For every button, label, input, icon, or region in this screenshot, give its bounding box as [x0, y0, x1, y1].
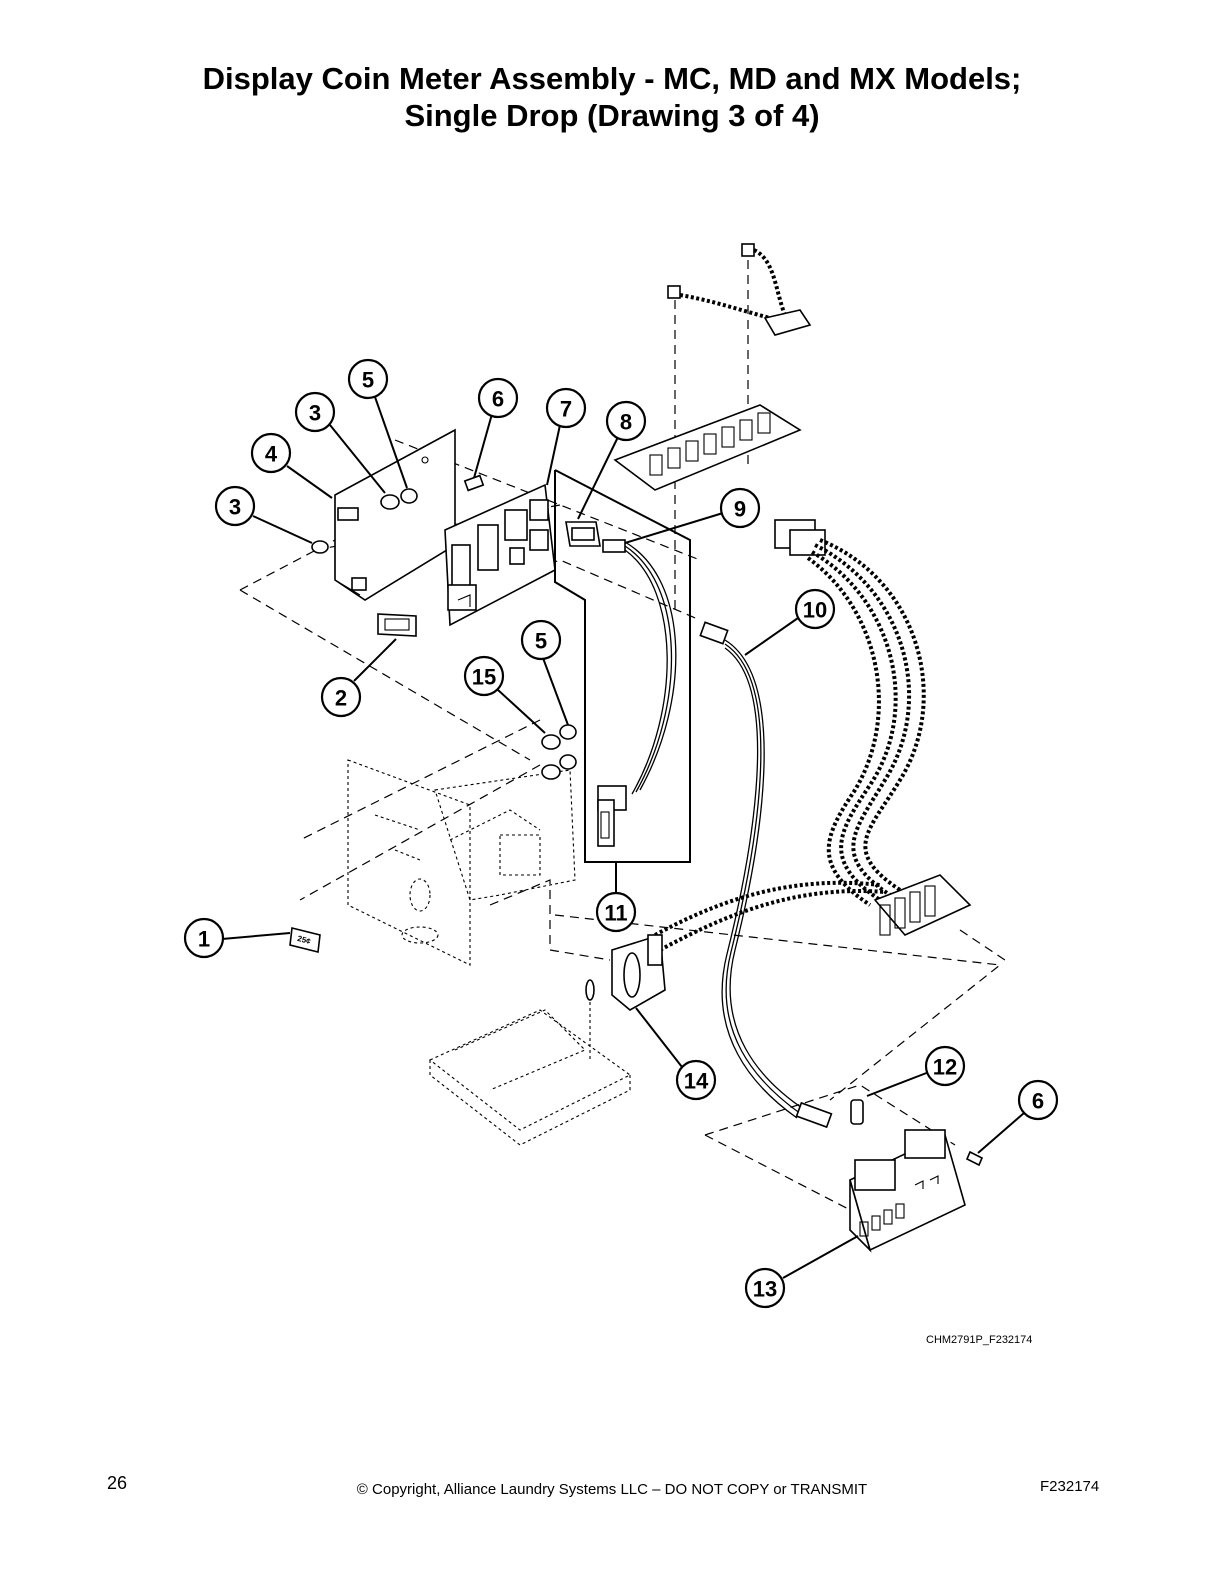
svg-text:13: 13	[753, 1277, 777, 1302]
harness-9	[597, 539, 677, 847]
callout-5-lower: 5	[520, 619, 562, 661]
svg-text:6: 6	[1032, 1089, 1044, 1114]
callout-13: 13	[744, 1267, 786, 1309]
circuit-board-assembly	[444, 483, 556, 627]
upper-terminal-block	[613, 404, 802, 491]
title-line-1: Display Coin Meter Assembly - MC, MD and…	[202, 61, 1022, 96]
svg-text:10: 10	[803, 598, 827, 623]
gasket	[377, 613, 417, 637]
svg-text:5: 5	[362, 368, 374, 393]
coin-switch	[611, 933, 666, 1011]
harness-boundary-box	[554, 469, 691, 863]
connector-8	[565, 521, 601, 547]
right-wire-harness	[654, 519, 972, 952]
callout-6-top: 6	[477, 377, 519, 419]
page-number: 26	[107, 1473, 128, 1493]
display-board	[849, 1129, 966, 1253]
callout-1: 1	[183, 917, 225, 959]
meter-housing	[347, 759, 576, 966]
copyright-notice: © Copyright, Alliance Laundry Systems LL…	[356, 1481, 868, 1498]
svg-text:3: 3	[309, 401, 321, 426]
top-sensor-cable	[667, 243, 812, 336]
callouts: 5 3 4 3 6 7 8 9 10 5 15 2 11 1 14 12 6 1…	[183, 358, 1059, 1309]
callout-11: 11	[595, 891, 637, 933]
svg-text:12: 12	[933, 1055, 957, 1080]
hardware-washers-lower	[541, 724, 577, 780]
coin-label-text: 25¢	[296, 934, 312, 946]
svg-text:7: 7	[560, 397, 572, 422]
coin-chute-base	[428, 979, 632, 1146]
title-line-2: Single Drop (Drawing 3 of 4)	[404, 98, 820, 133]
callout-14: 14	[675, 1059, 717, 1101]
callout-10: 10	[794, 588, 836, 630]
callout-7: 7	[545, 387, 587, 429]
svg-text:6: 6	[492, 387, 504, 412]
svg-text:8: 8	[620, 410, 632, 435]
callout-5-top: 5	[347, 358, 389, 400]
svg-text:5: 5	[535, 629, 547, 654]
hardware-washers-top	[311, 488, 418, 554]
page-title: Display Coin Meter Assembly - MC, MD and…	[0, 60, 1224, 134]
svg-text:11: 11	[604, 901, 627, 926]
leader-lines	[221, 396, 1025, 1279]
callout-3-left: 3	[214, 485, 256, 527]
callout-3-top: 3	[294, 391, 336, 433]
callout-15: 15	[463, 655, 505, 697]
harness-10	[699, 621, 833, 1129]
coin-label: 25¢	[289, 927, 321, 953]
callout-6-bottom: 6	[1017, 1079, 1059, 1121]
standoff-bottom	[965, 1150, 984, 1167]
mounting-bracket	[334, 428, 456, 601]
svg-text:15: 15	[472, 665, 496, 690]
svg-text:1: 1	[198, 927, 210, 952]
figure-id: CHM2791P_F232174	[926, 1334, 1033, 1346]
standoff-top	[463, 474, 485, 492]
callout-12: 12	[924, 1045, 966, 1087]
svg-text:4: 4	[265, 442, 278, 467]
callout-4: 4	[250, 432, 292, 474]
svg-text:14: 14	[684, 1069, 709, 1094]
svg-text:9: 9	[734, 497, 746, 522]
document-id: F232174	[1040, 1478, 1100, 1495]
callout-2: 2	[320, 676, 362, 718]
svg-text:3: 3	[229, 495, 241, 520]
fuse	[850, 1099, 864, 1125]
svg-text:2: 2	[335, 686, 347, 711]
callout-8: 8	[605, 400, 647, 442]
callout-9: 9	[719, 487, 761, 529]
